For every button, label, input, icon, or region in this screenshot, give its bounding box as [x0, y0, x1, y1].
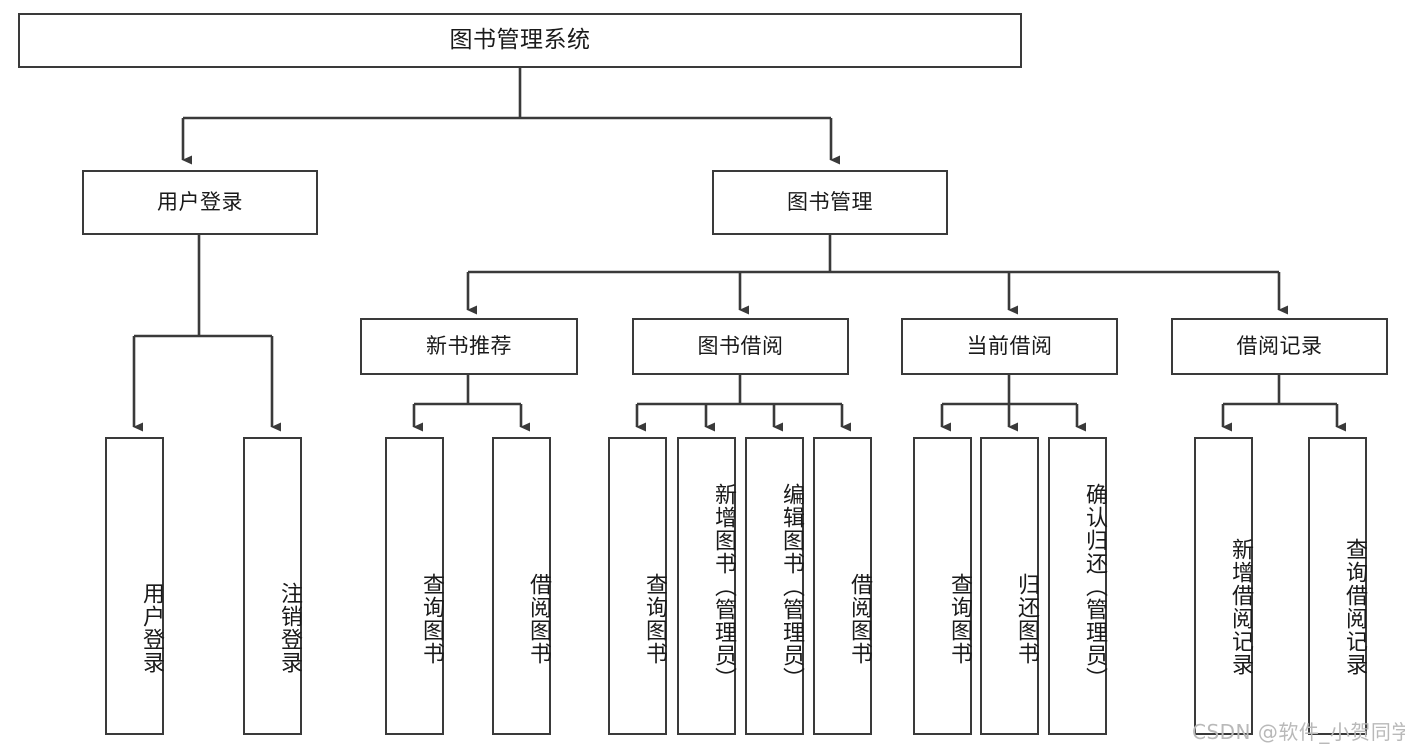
- node-label: 编辑图书（管理员）: [779, 482, 804, 690]
- csdn-watermark: CSDN @软件_小贺同学: [1192, 716, 1405, 745]
- node-label: 归还图书: [1014, 573, 1039, 665]
- leaf-add-borrow-record[interactable]: 新增借阅记录: [1194, 437, 1253, 735]
- leaf-new-book-borrow[interactable]: 借阅图书: [492, 437, 551, 735]
- node-root-system[interactable]: 图书管理系统: [18, 13, 1022, 68]
- node-label: 借阅图书: [847, 573, 872, 665]
- node-label: 图书借阅: [697, 334, 784, 359]
- node-label: 查询借阅记录: [1342, 538, 1367, 676]
- node-label: 图书管理: [787, 190, 873, 215]
- node-label: 借阅图书: [526, 573, 551, 665]
- node-label: 注销登录: [277, 582, 302, 674]
- leaf-borrow-query-book[interactable]: 查询图书: [608, 437, 667, 735]
- leaf-return-book[interactable]: 归还图书: [980, 437, 1039, 735]
- node-borrow-record[interactable]: 借阅记录: [1171, 318, 1388, 375]
- node-label: 确认归还（管理员）: [1082, 482, 1107, 690]
- leaf-current-query-book[interactable]: 查询图书: [913, 437, 972, 735]
- watermark-text: CSDN @软件_小贺同学: [1192, 720, 1405, 744]
- leaf-borrow-book[interactable]: 借阅图书: [813, 437, 872, 735]
- node-label: 查询图书: [419, 573, 444, 665]
- node-user-login[interactable]: 用户登录: [82, 170, 318, 235]
- leaf-new-book-query[interactable]: 查询图书: [385, 437, 444, 735]
- node-book-borrow[interactable]: 图书借阅: [632, 318, 849, 375]
- node-book-management[interactable]: 图书管理: [712, 170, 948, 235]
- node-label: 当前借阅: [966, 334, 1053, 359]
- node-label: 用户登录: [157, 190, 243, 215]
- node-label: 查询图书: [947, 573, 972, 665]
- leaf-confirm-return-admin[interactable]: 确认归还（管理员）: [1048, 437, 1107, 735]
- node-label: 新增借阅记录: [1228, 538, 1253, 676]
- node-label: 借阅记录: [1236, 334, 1323, 359]
- leaf-query-borrow-record[interactable]: 查询借阅记录: [1308, 437, 1367, 735]
- node-new-book-recommend[interactable]: 新书推荐: [360, 318, 578, 375]
- leaf-edit-book-admin[interactable]: 编辑图书（管理员）: [745, 437, 804, 735]
- node-current-borrow[interactable]: 当前借阅: [901, 318, 1118, 375]
- node-label: 用户登录: [139, 582, 164, 674]
- leaf-user-login[interactable]: 用户登录: [105, 437, 164, 735]
- node-label: 查询图书: [642, 573, 667, 665]
- node-label: 图书管理系统: [449, 26, 591, 53]
- leaf-logout-login[interactable]: 注销登录: [243, 437, 302, 735]
- node-label: 新增图书（管理员）: [711, 482, 736, 690]
- node-label: 新书推荐: [426, 334, 512, 359]
- leaf-add-book-admin[interactable]: 新增图书（管理员）: [677, 437, 736, 735]
